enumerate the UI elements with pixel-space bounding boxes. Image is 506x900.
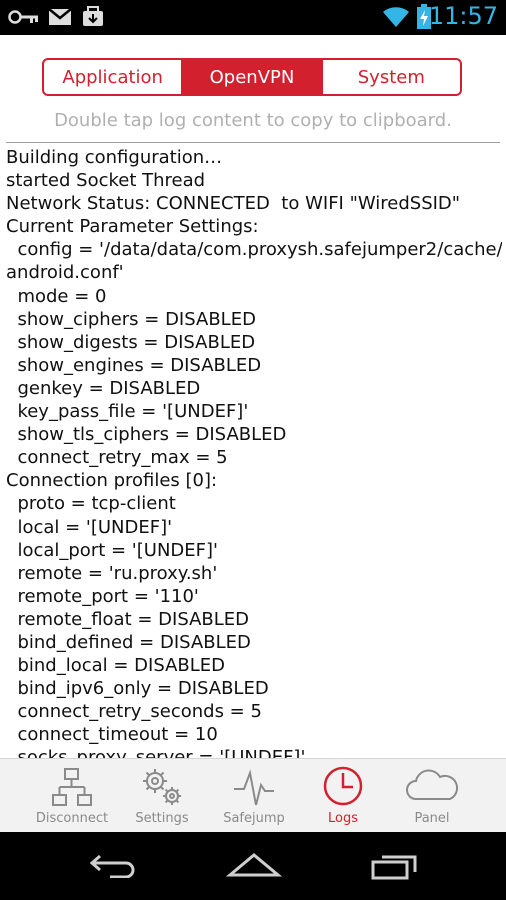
nav-safejump-label: Safejump [223,811,285,826]
log-line: Building configuration… [6,147,223,168]
log-line: socks_proxy_server = '[UNDEF]' [6,747,306,758]
system-navigation-bar [0,832,506,900]
nav-panel-label: Panel [414,811,450,826]
cloud-icon [406,769,459,800]
nav-disconnect-label: Disconnect [35,811,109,826]
nav-settings[interactable]: Settings [112,759,212,833]
home-icon[interactable] [226,852,282,878]
download-bag-icon [83,6,103,26]
log-line: proto = tcp-client [6,493,176,515]
log-source-tabs: Application OpenVPN System [42,58,462,96]
log-line: connect_retry_seconds = 5 [6,701,262,723]
log-line: Network Status: CONNECTED to WIFI "Wired… [6,193,461,215]
network-icon [52,768,92,806]
clock-icon [323,766,363,806]
copy-hint: Double tap log content to copy to clipbo… [54,110,452,131]
nav-logs-label: Logs [328,811,358,826]
battery-charging-icon [417,4,431,29]
log-line: Current Parameter Settings: [6,216,259,238]
log-line: genkey = DISABLED [6,377,201,399]
log-line: connect_timeout = 10 [6,724,218,746]
status-time: 11:57 [428,2,498,30]
nav-settings-label: Settings [135,811,189,826]
log-line: show_digests = DISABLED [6,331,256,353]
tab-application[interactable]: Application [62,66,163,88]
log-line: remote = 'ru.proxy.sh' [6,562,218,584]
log-line: mode = 0 [6,285,107,307]
tab-openvpn[interactable]: OpenVPN [181,60,321,94]
log-line: local = '[UNDEF]' [6,516,173,538]
wifi-icon [383,7,409,27]
log-line: started Socket Thread [6,170,206,192]
nav-safejump[interactable]: Safejump [204,759,304,833]
vpn-key-icon [8,10,38,24]
log-line: show_ciphers = DISABLED [6,308,256,330]
bottom-navigation: Disconnect Settings Safejump Logs [0,758,506,833]
log-line: bind_ipv6_only = DISABLED [6,678,269,700]
log-line: show_tls_ciphers = DISABLED [6,424,287,446]
divider [6,142,500,143]
status-bar: 11:57 [0,0,506,35]
log-line: Connection profiles [0]: [6,470,218,492]
gears-icon [143,769,181,805]
tab-system[interactable]: System [320,60,460,94]
log-line: android.conf' [6,262,124,284]
recent-apps-icon[interactable] [370,852,420,880]
log-line: connect_retry_max = 5 [6,447,228,469]
log-line: remote_port = '110' [6,585,199,607]
back-icon[interactable] [88,852,138,878]
log-content[interactable]: Building configuration…started Socket Th… [6,146,502,758]
pulse-icon [234,769,274,806]
log-line: key_pass_file = '[UNDEF]' [6,401,249,423]
nav-panel[interactable]: Panel [382,759,482,833]
nav-disconnect[interactable]: Disconnect [22,759,122,833]
log-line: config = '/data/data/com.proxysh.safejum… [6,239,502,261]
log-line: bind_local = DISABLED [6,655,226,677]
log-line: bind_defined = DISABLED [6,631,251,653]
log-line: local_port = '[UNDEF]' [6,539,218,561]
log-line: remote_float = DISABLED [6,608,250,630]
gmail-icon [48,8,72,25]
nav-logs[interactable]: Logs [293,759,393,833]
log-line: show_engines = DISABLED [6,354,262,376]
